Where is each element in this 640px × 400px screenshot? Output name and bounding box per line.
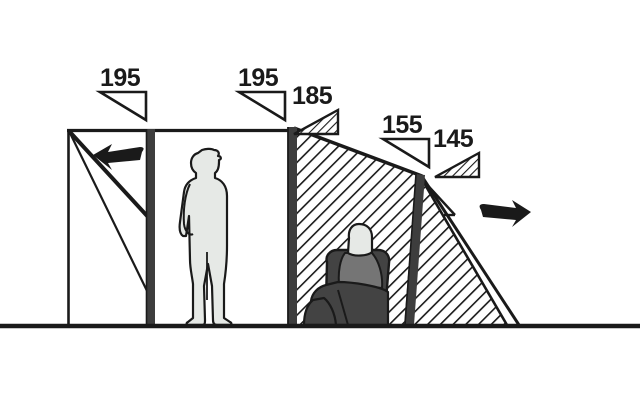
dimension-value-center-inner: 185 <box>292 82 333 110</box>
left-arrow <box>93 144 144 170</box>
dimension-label-right-peak: 155 <box>378 111 431 170</box>
hatched-triangle-marker-right-inner <box>434 150 481 179</box>
dimension-label-center-inner: 185 <box>292 82 340 136</box>
seated-person-knee-line <box>337 289 349 326</box>
outline-triangle-marker-right-peak <box>378 137 431 170</box>
left-guy-line-upper <box>67 129 151 220</box>
dimension-label-center-peak: 195 <box>234 64 287 123</box>
dimension-label-right-inner: 145 <box>433 125 481 179</box>
outline-triangle-marker-left-peak <box>95 90 148 123</box>
seated-person <box>302 222 391 327</box>
standing-person <box>178 147 233 327</box>
dimension-label-left-peak: 195 <box>95 64 148 123</box>
right-pole-edge <box>404 173 417 326</box>
right-roof-line <box>293 126 423 178</box>
hatched-triangle-marker-center-inner <box>293 107 340 136</box>
seated-person-head <box>346 222 374 257</box>
right-inner-slope <box>418 175 509 326</box>
right-pole <box>404 174 425 325</box>
left-guy-line-lower <box>68 130 151 298</box>
left-pole <box>146 129 155 325</box>
standing-person-body <box>178 147 233 327</box>
dimension-value-left-peak: 195 <box>100 64 141 92</box>
right-arrow <box>479 200 531 227</box>
right-guy-stub <box>419 176 456 216</box>
dimension-value-center-peak: 195 <box>238 64 279 92</box>
standing-person-arm <box>182 183 194 236</box>
dimension-value-right-inner: 145 <box>433 125 474 153</box>
dimension-value-right-peak: 155 <box>382 111 423 139</box>
center-pole <box>288 127 297 325</box>
outline-triangle-marker-center-peak <box>234 90 287 123</box>
right-outer-slope <box>419 174 521 326</box>
